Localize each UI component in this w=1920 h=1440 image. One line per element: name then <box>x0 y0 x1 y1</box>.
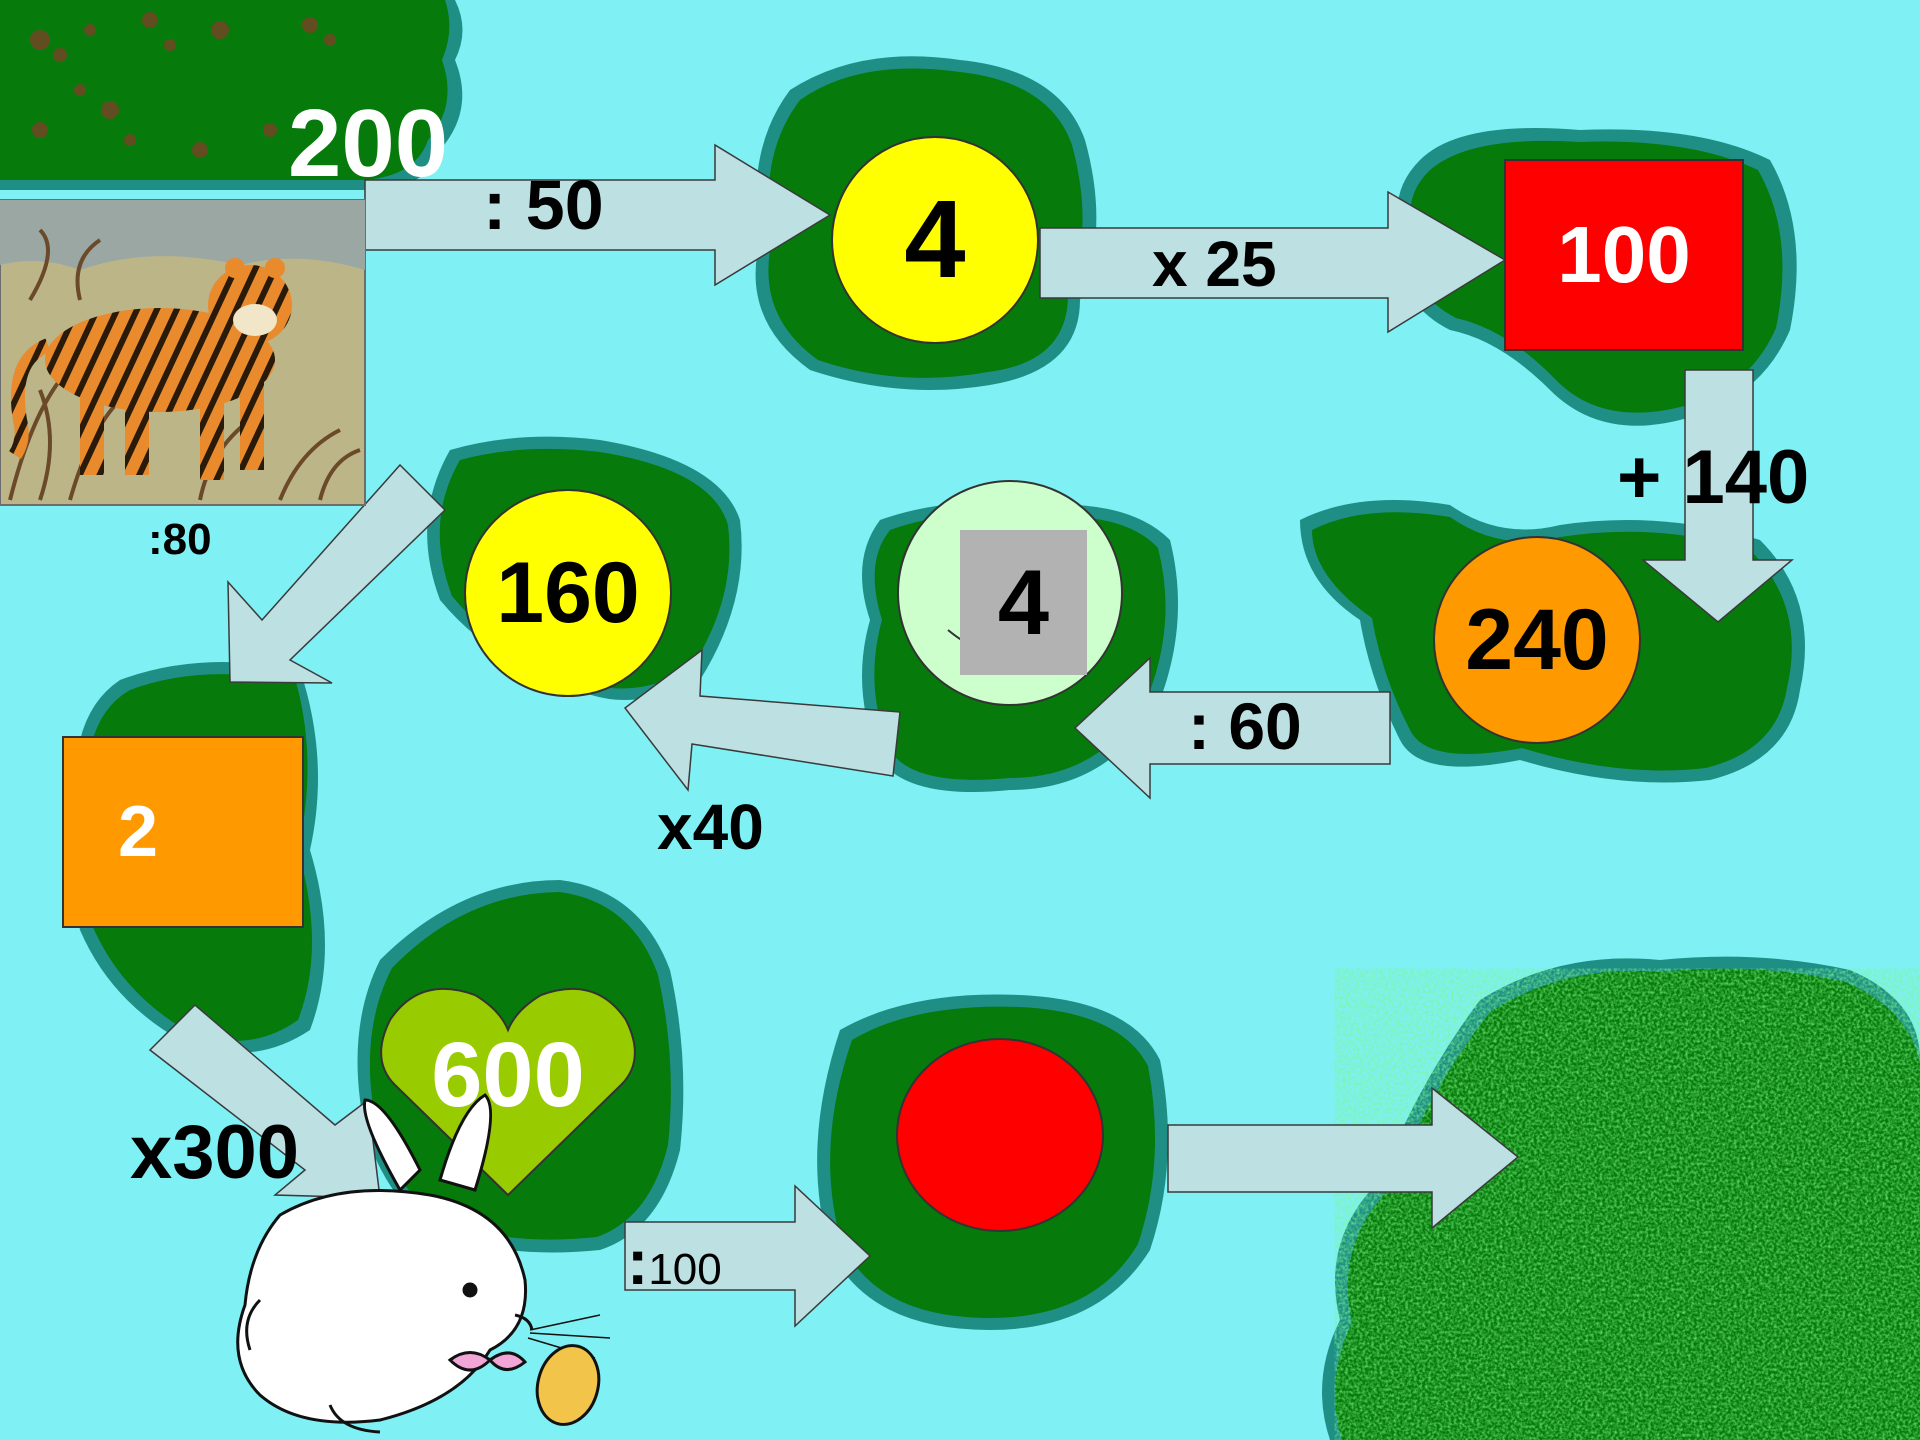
operation-divide-50: : 50 <box>483 170 604 240</box>
node-square-100-value: 100 <box>1505 160 1743 350</box>
node-square-2-value: 2 <box>63 737 213 927</box>
node-gray-card-value: 4 <box>960 530 1087 675</box>
node-circle-240-value: 240 <box>1434 537 1640 743</box>
operation-divide-100-colon: : <box>627 1226 648 1298</box>
operation-multiply-40: x40 <box>657 795 764 859</box>
start-number: 200 <box>288 96 448 192</box>
operation-divide-60: : 60 <box>1188 693 1302 759</box>
operation-divide-80: :80 <box>148 518 212 562</box>
operation-multiply-300: x300 <box>130 1115 299 1191</box>
node-red-circle[interactable] <box>897 1039 1103 1231</box>
node-heart-600-value: 600 <box>398 1020 618 1130</box>
operation-divide-100-number: 100 <box>648 1245 721 1294</box>
operation-multiply-25: x 25 <box>1152 232 1277 296</box>
operation-divide-100: :100 <box>627 1230 722 1294</box>
node-circle-4-value: 4 <box>832 137 1038 343</box>
node-circle-160-value: 160 <box>465 490 671 696</box>
operation-plus-140: + 140 <box>1617 440 1809 516</box>
tiger-image <box>0 200 365 505</box>
